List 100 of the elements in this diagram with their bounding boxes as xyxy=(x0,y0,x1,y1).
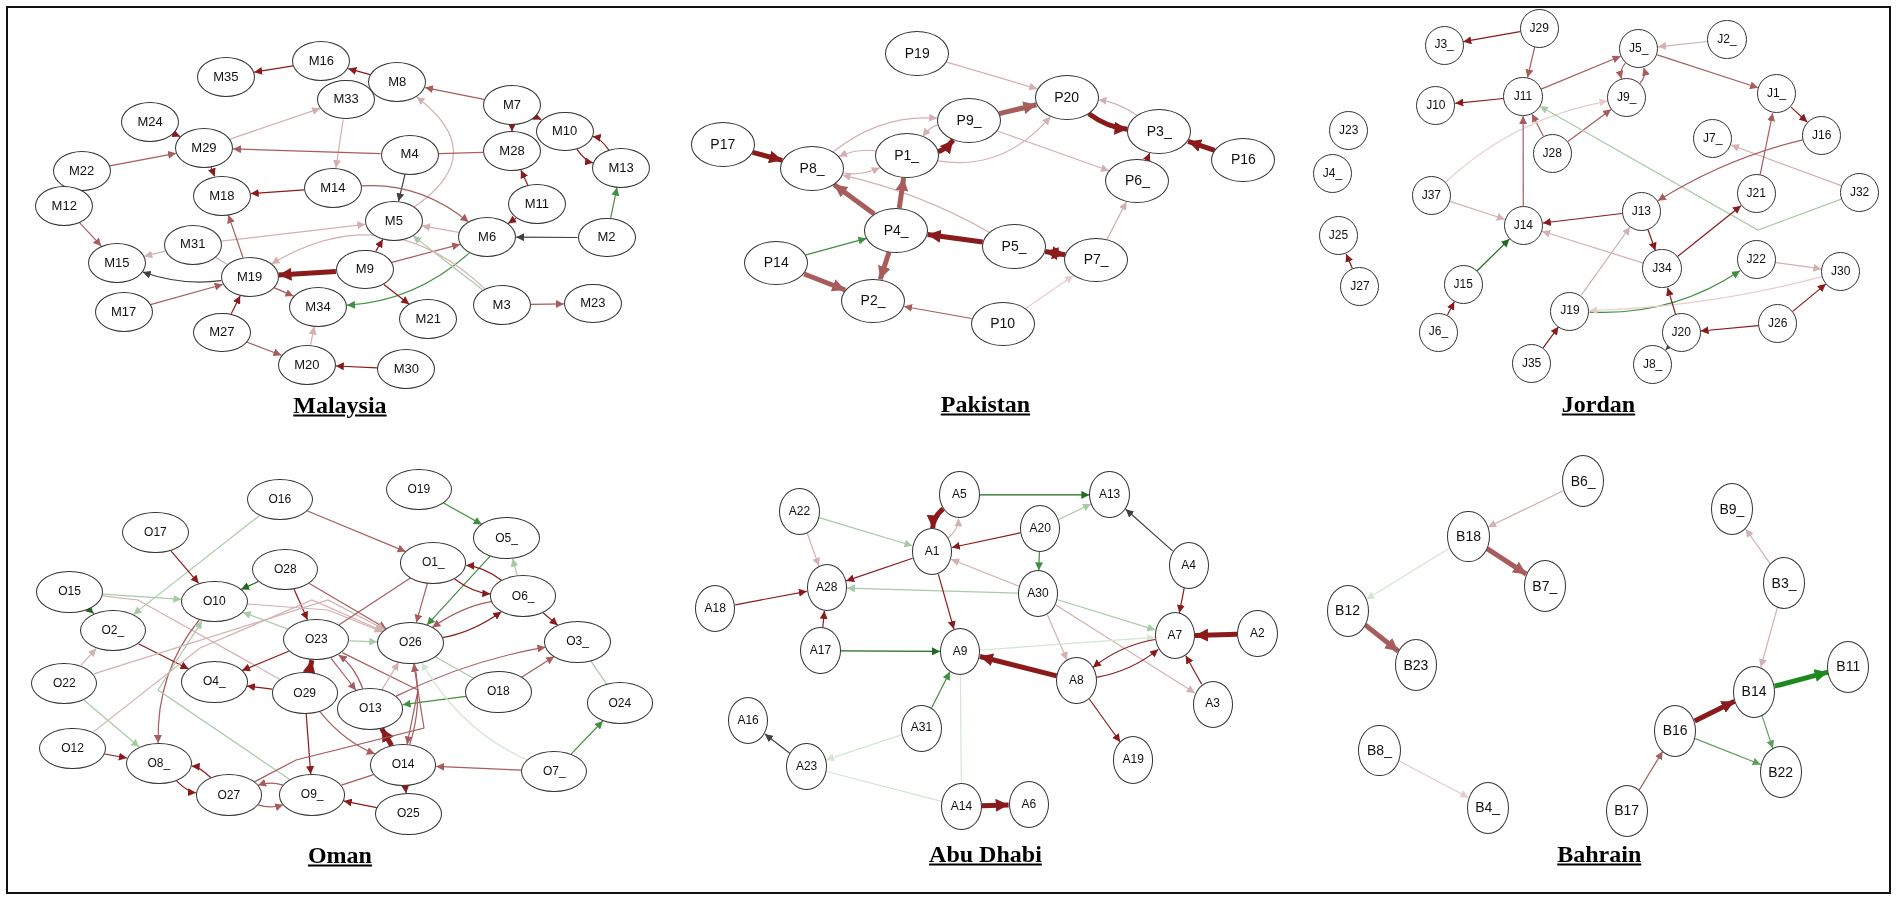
arrow xyxy=(435,762,522,771)
panel-title: Abu Dhabi xyxy=(929,840,1042,867)
arrow xyxy=(1345,253,1353,270)
arrow xyxy=(137,643,190,670)
arrow xyxy=(465,562,503,581)
arrow xyxy=(171,129,181,138)
node-ellipse: A6 xyxy=(1008,780,1049,828)
node-ellipse: M4 xyxy=(380,134,439,175)
arrow xyxy=(379,727,394,747)
arrow xyxy=(346,252,470,309)
node-ellipse: J29 xyxy=(1519,8,1559,48)
node-ellipse: J10 xyxy=(1416,85,1456,125)
node-ellipse: J37 xyxy=(1411,175,1451,215)
node-ellipse: P20 xyxy=(1034,75,1099,120)
connector-line xyxy=(438,151,484,155)
arrow xyxy=(246,603,384,633)
arrow xyxy=(981,798,1009,812)
arrow xyxy=(1775,262,1823,272)
arrow xyxy=(515,233,579,242)
arrow xyxy=(937,573,956,630)
arrow xyxy=(1542,326,1560,349)
arrow xyxy=(1087,111,1128,135)
arrow xyxy=(80,648,97,666)
node-ellipse: J21 xyxy=(1736,173,1776,213)
node-ellipse: M9 xyxy=(335,249,394,290)
node-ellipse: M24 xyxy=(121,102,180,143)
node-ellipse: A28 xyxy=(806,563,847,612)
arrow xyxy=(302,659,316,675)
arrow xyxy=(1519,115,1528,207)
node-ellipse: B14 xyxy=(1733,665,1776,718)
arrow xyxy=(734,588,808,606)
node-ellipse: M15 xyxy=(87,242,146,283)
node-ellipse: A17 xyxy=(800,627,841,675)
arrow xyxy=(1058,503,1092,521)
arrow xyxy=(877,251,892,280)
arrow xyxy=(752,150,783,164)
arrow xyxy=(132,515,260,615)
arrow xyxy=(1525,46,1536,79)
arrow xyxy=(426,555,491,626)
arrow xyxy=(253,663,425,783)
node-ellipse: O29 xyxy=(271,672,338,714)
node-ellipse: M2 xyxy=(577,217,636,258)
arrow xyxy=(257,779,284,787)
node-ellipse: J11 xyxy=(1503,77,1543,117)
arrow xyxy=(1694,738,1762,766)
node-ellipse: M10 xyxy=(535,111,594,152)
arrow xyxy=(396,173,406,202)
node-ellipse: P19 xyxy=(885,31,950,76)
node-ellipse: J35 xyxy=(1512,344,1552,384)
node-ellipse: B12 xyxy=(1326,584,1369,637)
arrow xyxy=(1187,139,1216,153)
node-ellipse: M19 xyxy=(220,257,279,297)
panel-title: Malaysia xyxy=(293,391,387,419)
node-ellipse: M11 xyxy=(507,184,566,225)
node-ellipse: J1_ xyxy=(1757,74,1797,114)
node-ellipse: P9_ xyxy=(937,98,1001,144)
connector-line xyxy=(214,256,228,265)
arrow xyxy=(333,118,344,169)
arrow xyxy=(1454,97,1505,107)
node-ellipse: M21 xyxy=(399,299,458,340)
node-ellipse: M31 xyxy=(163,224,222,265)
arrow xyxy=(246,683,273,691)
arrow xyxy=(803,271,847,293)
arrow xyxy=(431,601,492,629)
arrow xyxy=(1666,287,1677,315)
panel-title: Pakistan xyxy=(940,390,1031,418)
arrow xyxy=(348,637,378,646)
node-ellipse: M34 xyxy=(288,286,347,327)
arrow xyxy=(1476,238,1510,272)
arrow xyxy=(293,588,309,621)
node-ellipse: A2 xyxy=(1237,610,1278,658)
arrow xyxy=(1792,283,1827,312)
node-ellipse: J34 xyxy=(1642,249,1682,289)
arrow xyxy=(176,780,197,796)
node-ellipse: O3_ xyxy=(544,621,611,663)
arrow xyxy=(1588,276,1823,315)
arrow xyxy=(421,662,528,761)
node-ellipse: M3 xyxy=(472,284,531,325)
node-ellipse: O6_ xyxy=(490,575,557,617)
arrow xyxy=(542,612,559,626)
arrow xyxy=(227,214,244,259)
arrow xyxy=(208,166,216,177)
arrow xyxy=(441,611,502,639)
node-ellipse: J4_ xyxy=(1313,154,1353,194)
arrow xyxy=(1531,113,1544,137)
arrow xyxy=(845,557,914,583)
arrow xyxy=(102,593,182,603)
arrow xyxy=(610,187,620,219)
node-ellipse: M13 xyxy=(592,148,651,188)
arrow xyxy=(395,644,547,697)
arrow xyxy=(951,532,1021,550)
node-ellipse: P16 xyxy=(1211,137,1276,183)
node-ellipse: A7 xyxy=(1154,612,1195,660)
node-ellipse: M16 xyxy=(292,41,351,82)
node-ellipse: M18 xyxy=(192,175,251,216)
arrow xyxy=(454,578,491,598)
node-ellipse: P2_ xyxy=(841,278,906,324)
node-ellipse: M35 xyxy=(196,56,255,97)
arrow xyxy=(832,113,938,153)
node-ellipse: A18 xyxy=(695,584,736,633)
